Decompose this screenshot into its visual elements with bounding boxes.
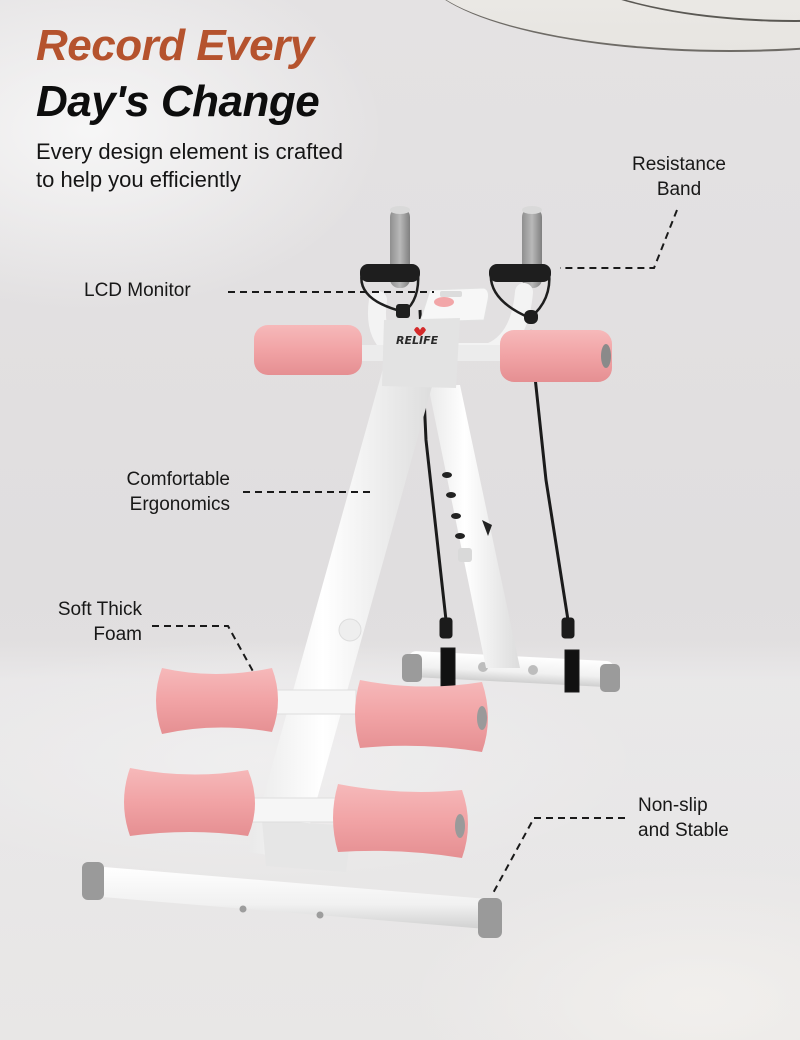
headline: Record Every Day's Change — [36, 18, 320, 130]
main-rail — [248, 365, 436, 860]
lower-bracket — [245, 689, 357, 872]
brand-logo: RELIFE — [396, 334, 439, 347]
callout-label: Foam — [93, 624, 142, 645]
subheadline: Every design element is crafted to help … — [36, 138, 436, 194]
rear-base-bar — [402, 651, 620, 692]
headline-line-2: Day's Change — [36, 77, 320, 126]
callout-label: LCD Monitor — [84, 280, 191, 301]
subheadline-line-2: to help you efficiently — [36, 167, 242, 192]
headline-line-1: Record Every — [36, 21, 314, 70]
callout-label: Resistance — [632, 154, 726, 175]
callout-label: and Stable — [638, 820, 729, 841]
callout-label: Ergonomics — [129, 494, 230, 515]
leader-non-slip — [491, 817, 625, 896]
callout-comfortable-ergonomics: Comfortable Ergonomics — [60, 467, 231, 517]
callout-non-slip-stable: Non-slip and Stable — [638, 793, 729, 843]
leader-resistance-band — [560, 209, 678, 269]
callout-label: Comfortable — [126, 469, 231, 490]
callout-soft-thick-foam: Soft Thick Foam — [20, 597, 142, 647]
callout-resistance-band: Resistance Band — [612, 152, 746, 202]
callout-lcd-monitor: LCD Monitor — [84, 278, 191, 303]
callout-label: Non-slip — [638, 795, 708, 816]
leader-soft-foam — [152, 625, 256, 676]
callout-leader-lines — [152, 209, 678, 896]
callout-label: Soft Thick — [57, 599, 142, 620]
band-handles — [360, 264, 551, 324]
rear-support-leg — [428, 385, 520, 668]
subheadline-line-1: Every design element is crafted — [36, 139, 343, 164]
front-base-bar — [82, 862, 502, 938]
top-foam-rollers — [254, 325, 612, 382]
lower-foam-rollers — [124, 668, 488, 858]
callout-label: Band — [656, 179, 702, 200]
